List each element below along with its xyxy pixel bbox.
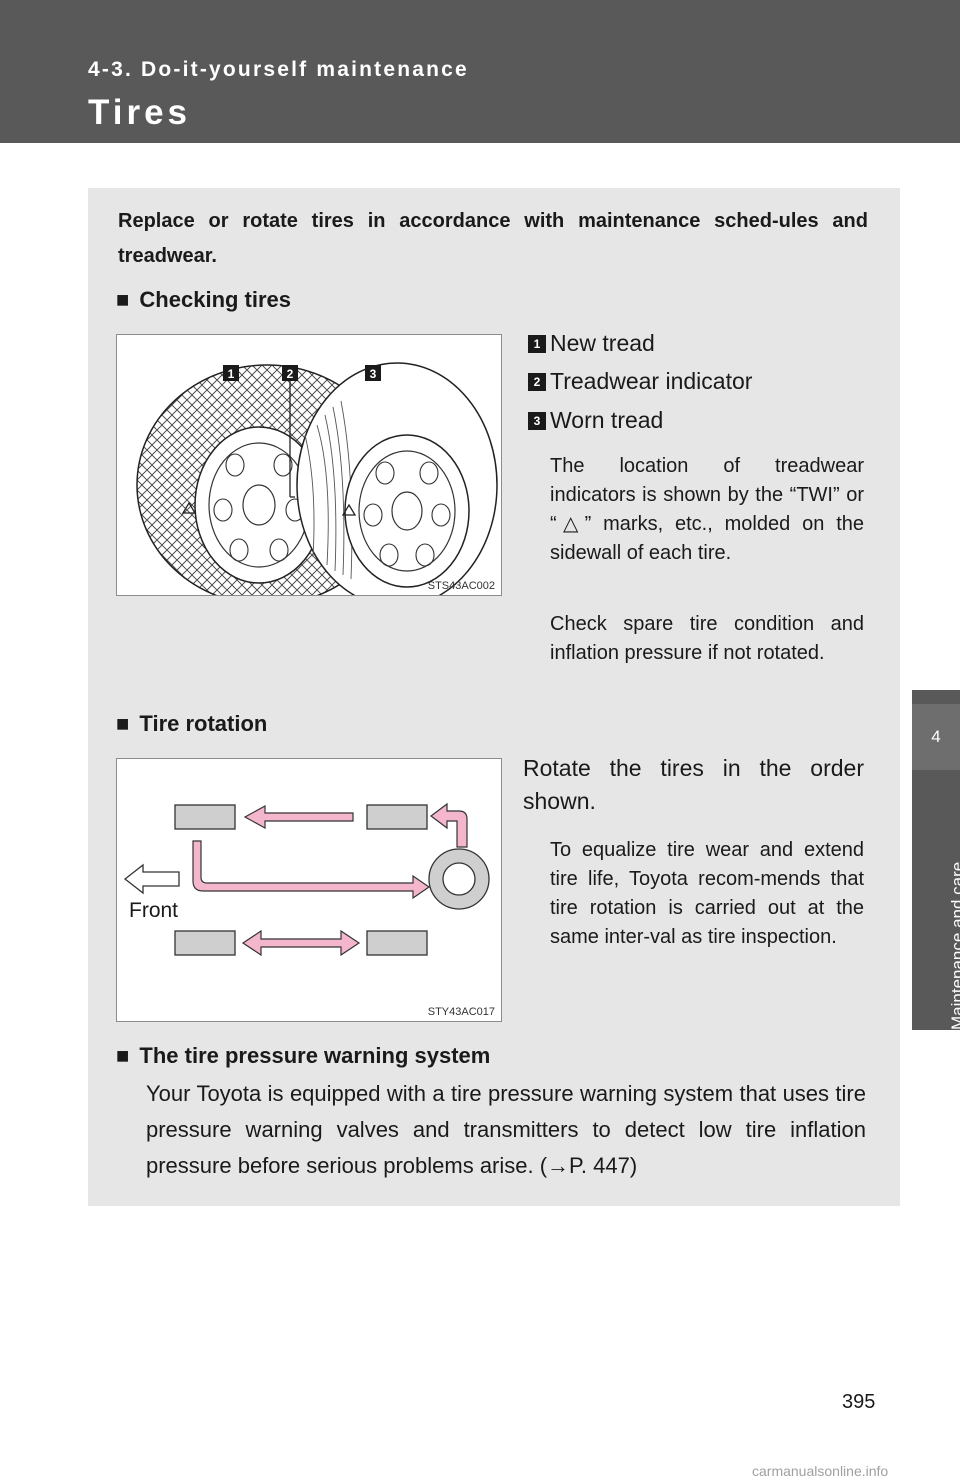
watermark: carmanualsonline.info [752, 1463, 889, 1479]
figure-code: STY43AC017 [427, 1006, 495, 1018]
spare-tire-note: Check spare tire condition and inflation… [550, 613, 864, 664]
heading-tpms-label: The tire pressure warning system [139, 1043, 491, 1068]
callout-badge: 2 [528, 372, 546, 391]
callout-new-tread: 1 New tread [528, 330, 655, 357]
treadwear-note: The location of treadwear indicators is … [550, 455, 864, 564]
page-title: Tires [88, 93, 192, 132]
heading-tpms: ■ The tire pressure warning system [116, 1043, 490, 1069]
rotation-diagram: Front [123, 802, 490, 957]
callout-label: Treadwear indicator [550, 368, 753, 394]
tires-illustration: 1 2 3 [136, 362, 498, 608]
callout-worn-tread: 3 Worn tread [528, 407, 663, 434]
chapter-tab[interactable]: 4 Maintenance and care [912, 690, 960, 1030]
rear-left-tire-icon [366, 804, 428, 830]
rotation-arrow-icon [243, 804, 354, 830]
rotation-arrow-icon [430, 802, 468, 848]
callout-treadwear-indicator: 2 Treadwear indicator [528, 368, 752, 395]
tire-rotation-figure: Front STY43AC017 [116, 758, 502, 1022]
heading-checking-tires-label: Checking tires [139, 287, 292, 312]
page-header: 4-3. Do-it-yourself maintenance Tires [0, 0, 960, 143]
figure-code: STS43AC002 [427, 580, 495, 592]
intro-text: Replace or rotate tires in accordance wi… [118, 210, 868, 267]
chapter-title: Maintenance and care [948, 861, 960, 1030]
tpms-text: Your Toyota is equipped with a tire pres… [146, 1081, 866, 1178]
square-bullet-icon: ■ [116, 287, 130, 312]
callout-badge: 1 [528, 334, 546, 353]
rotation-arrow-icon [192, 840, 431, 900]
front-left-tire-icon [174, 804, 236, 830]
callout-label: Worn tread [550, 407, 664, 433]
heading-checking-tires: ■ Checking tires [116, 287, 291, 313]
rear-right-tire-icon [366, 930, 428, 956]
svg-text:1: 1 [228, 367, 235, 381]
front-right-tire-icon [174, 930, 236, 956]
square-bullet-icon: ■ [116, 711, 130, 736]
svg-text:2: 2 [287, 367, 294, 381]
chapter-title-wrap: Maintenance and care [912, 780, 960, 1030]
tires-tread-figure: 1 2 3 STS43AC002 [116, 334, 502, 608]
rotation-note: To equalize tire wear and extend tire li… [550, 839, 864, 948]
heading-tire-rotation: ■ Tire rotation [116, 711, 267, 737]
callout-badge: 3 [528, 411, 546, 430]
svg-text:3: 3 [370, 367, 377, 381]
heading-tire-rotation-label: Tire rotation [139, 711, 268, 736]
chapter-number: 4 [912, 704, 960, 770]
rotation-arrow-icon [241, 929, 361, 957]
section-label: 4-3. Do-it-yourself maintenance [88, 58, 469, 81]
callout-label: New tread [550, 330, 655, 356]
rotation-description: Rotate the tires in the order shown. [523, 755, 864, 814]
square-bullet-icon: ■ [116, 1043, 130, 1068]
front-label: Front [129, 899, 178, 922]
front-direction-arrow-icon [123, 863, 180, 895]
page-number: 395 [842, 1391, 876, 1413]
